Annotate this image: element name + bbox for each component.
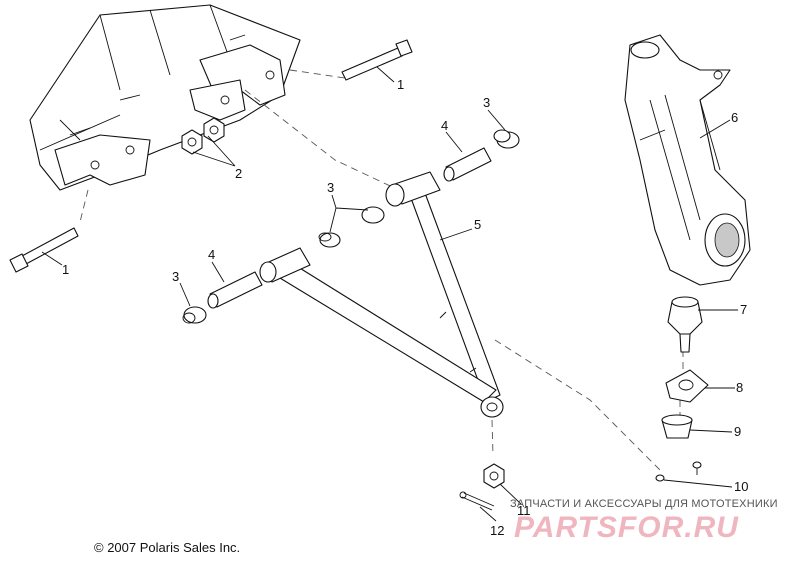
callout-6: 6 xyxy=(731,110,738,125)
callout-labels: 1 1 2 3 3 3 4 4 5 6 7 8 9 10 11 12 xyxy=(62,77,748,538)
bushing-middle xyxy=(318,206,385,248)
callout-4-upper: 4 xyxy=(441,118,448,133)
nut-right xyxy=(203,117,225,143)
long-bolt-upper xyxy=(341,39,413,81)
cap xyxy=(661,414,693,439)
nut-left xyxy=(181,129,203,155)
ball-joint xyxy=(667,296,703,353)
alignment-lines xyxy=(79,69,684,471)
copyright-notice: © 2007 Polaris Sales Inc. xyxy=(94,540,241,555)
callout-12: 12 xyxy=(490,523,504,538)
screw xyxy=(655,461,702,482)
bushing-lower-left xyxy=(182,306,207,324)
callout-3-middle: 3 xyxy=(327,180,334,195)
callout-1-upper: 1 xyxy=(397,77,404,92)
long-bolt-lower xyxy=(9,227,79,273)
watermark-logo: PARTSFOR.RU xyxy=(514,511,739,544)
callout-11: 11 xyxy=(517,503,531,518)
leader-lines xyxy=(41,66,738,522)
frame-assembly xyxy=(29,4,301,191)
pivot-tube-lower xyxy=(207,271,263,309)
steering-knuckle xyxy=(624,34,751,286)
watermark-tagline: ЗАПЧАСТИ И АКСЕССУАРЫ ДЛЯ МОТОТЕХНИКИ xyxy=(510,498,778,510)
callout-3-lower: 3 xyxy=(172,269,179,284)
callout-8: 8 xyxy=(736,380,743,395)
callout-1-lower: 1 xyxy=(62,262,69,277)
pivot-tube-upper xyxy=(443,147,492,182)
callout-10: 10 xyxy=(734,479,748,494)
retainer-plate xyxy=(665,369,709,403)
a-arm xyxy=(259,171,504,418)
callout-5: 5 xyxy=(474,217,481,232)
callout-3-upper: 3 xyxy=(483,95,490,110)
callout-7: 7 xyxy=(740,302,747,317)
castle-nut xyxy=(483,463,505,489)
callout-4-lower: 4 xyxy=(208,247,215,262)
bushing-upper-right xyxy=(493,129,520,149)
cotter-pin xyxy=(459,491,495,511)
callout-9: 9 xyxy=(734,424,741,439)
callout-2: 2 xyxy=(235,166,242,181)
